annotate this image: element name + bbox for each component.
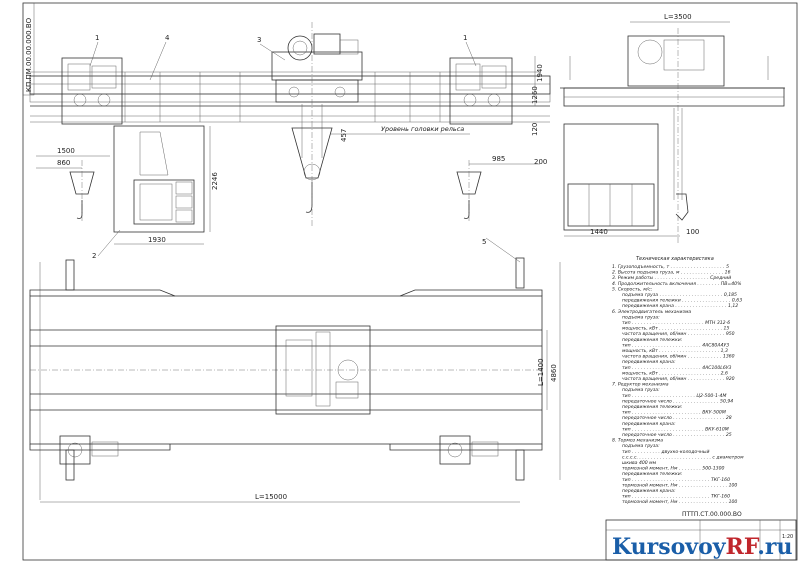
spec-line: передаточное число . . . . . . . . . . .… [622,415,732,421]
sheet-number: 1:20 [782,534,793,540]
spec-line: тип . . . . . . . . . . . . . . . . . . … [622,320,730,326]
trolley-side [627,35,725,87]
end-truck-left [61,57,123,125]
cab-side [563,123,659,231]
leader-3: 3 [257,36,261,44]
dim-100: 100 [686,228,699,236]
spec-line: 3. Режим работы . . . . . . . . . . . . … [612,275,731,281]
spec-line: 4. Продолжительность включения . . . . .… [612,281,741,287]
drive-unit-left [59,435,91,465]
tech-spec: Техническая характеристика 1. Грузоподъе… [612,256,744,505]
spec-line: передвижения тележки . . . . . . . . . .… [622,298,742,304]
front-view: Уровень головки рельса 1940 1260 120 457… [29,22,551,260]
leader-5: 5 [482,238,486,246]
spec-line: частота вращения, об/мин . . . . . . . .… [622,354,735,360]
dim-track: L=1400 [537,358,545,386]
spec-line: 5. Скорость, м/с: [612,286,653,292]
spec-line: с.с.с.с. . . . . . . . . . . . . . . . .… [622,455,744,460]
spec-line: мощность, кВт . . . . . . . . . . . . . … [622,348,728,354]
dim-4860: 4860 [550,364,558,382]
spec-line: тип . . . . . . . . . . . . . . . . . . … [622,477,730,483]
spec-line: тип . . . . . . . . . . . . . . . . . . … [622,365,732,371]
operator-cab [113,125,205,233]
end-truck-right [449,57,513,125]
spec-title: Техническая характеристика [636,256,714,262]
spec-line: тормозной момент, Нм . . . . . . . . . .… [622,499,737,505]
leader-1a: 1 [95,34,99,42]
dim-span-top: L=3500 [664,13,692,21]
spec-line: подъема груза . . . . . . . . . . . . . … [622,292,737,298]
hook-left [69,171,95,195]
dim-1500: 1500 [57,147,75,155]
spec-line: тип . . . . . . . . . . . . . . . . . . … [622,494,730,500]
leader-1b: 1 [463,34,467,42]
spec-line: передвижения крана: [622,360,676,365]
spec-line: передвижения крана . . . . . . . . . . .… [622,303,738,309]
spec-line: тормозной момент, Нм . . . . . . . . . .… [622,482,737,488]
drive-unit-right [439,435,471,465]
spec-line: тип . . . . . . . . . . двухко-колодочны… [622,449,710,455]
spec-line: передвижения тележки: [622,405,683,410]
dim-1940: 1940 [536,64,544,82]
spec-line: 1. Грузоподъемность, т . . . . . . . . .… [612,264,729,270]
spec-line: передвижения крана: [622,489,676,494]
dim-2246: 2246 [211,172,219,190]
spec-line: передаточное число . . . . . . . . . . .… [622,432,732,438]
hook-side [675,193,689,221]
dim-200: 200 [534,158,547,166]
title-block: ПТТП.СТ.00.000.ВО 1:20 [605,511,797,561]
dim-985: 985 [492,155,505,163]
dim-1260: 1260 [531,86,539,104]
spec-line: тип . . . . . . . . . . . . . . . . . . … [622,342,729,348]
dim-1440: 1440 [590,228,608,236]
dim-span-long: L=15000 [255,493,287,501]
spec-line: подъема груза: [622,388,660,393]
spec-line: подъема груза: [622,315,660,320]
hook-right [456,171,482,195]
leader-4: 4 [165,34,170,42]
spec-line: 8. Тормоз механизма [612,438,663,444]
hook-block-center [291,127,333,179]
leader-2: 2 [92,252,96,260]
spec-line: 6. Электродвигатель механизма [612,309,691,315]
rail-head-label: Уровень головки рельса [381,125,464,133]
spec-line: подъема груза: [622,444,660,449]
spec-line: тип . . . . . . . . . . . . . . . . . . … [622,410,726,416]
watermark: KursovoyRF.ru [612,534,792,560]
dim-120: 120 [531,123,539,136]
drawing-code-bottom: ПТТП.СТ.00.000.ВО [682,511,742,518]
sheet-frame [22,2,798,561]
spec-line: 7. Редуктор механизма [612,382,669,388]
spec-line: мощность, кВт . . . . . . . . . . . . . … [622,370,728,376]
code-box [22,2,35,96]
dim-457: 457 [340,129,348,142]
dim-860: 860 [57,159,70,167]
spec-line: тормозной момент, Нм . . . . . . . . 500… [622,466,724,472]
spec-line: передвижения тележки: [622,472,683,477]
spec-line: передвижения тележки: [622,338,683,343]
plan-view: L=15000 L=1400 4860 5 [29,237,561,503]
spec-line: 2. Высота подъема груза, м . . . . . . .… [612,270,731,276]
spec-line: шкива 400 мм [622,460,657,466]
spec-line: частота вращения, об/мин . . . . . . . .… [622,376,735,382]
spec-line: передвижения крана: [622,422,676,427]
side-view: L=3500 1440 100 [560,13,785,245]
spec-line: частота вращения, об/мин . . . . . . . .… [622,331,735,337]
drawing-code-rotated: КП.ПМ.00.00.000.ВО [25,17,33,92]
main-girder [29,75,551,95]
spec-line: тип . . . . . . . . . . . . . . . . . . … [622,393,726,399]
watermark-kursovoy: KursovoyRF.ru [612,534,792,560]
spec-line: мощность, кВт . . . . . . . . . . . . . … [622,326,729,332]
plan-trolley [275,325,371,415]
dim-1930: 1930 [148,236,166,244]
spec-line: передаточное число . . . . . . . . . . .… [622,398,733,404]
spec-line: тип . . . . . . . . . . . . . . . . . . … [622,426,729,432]
